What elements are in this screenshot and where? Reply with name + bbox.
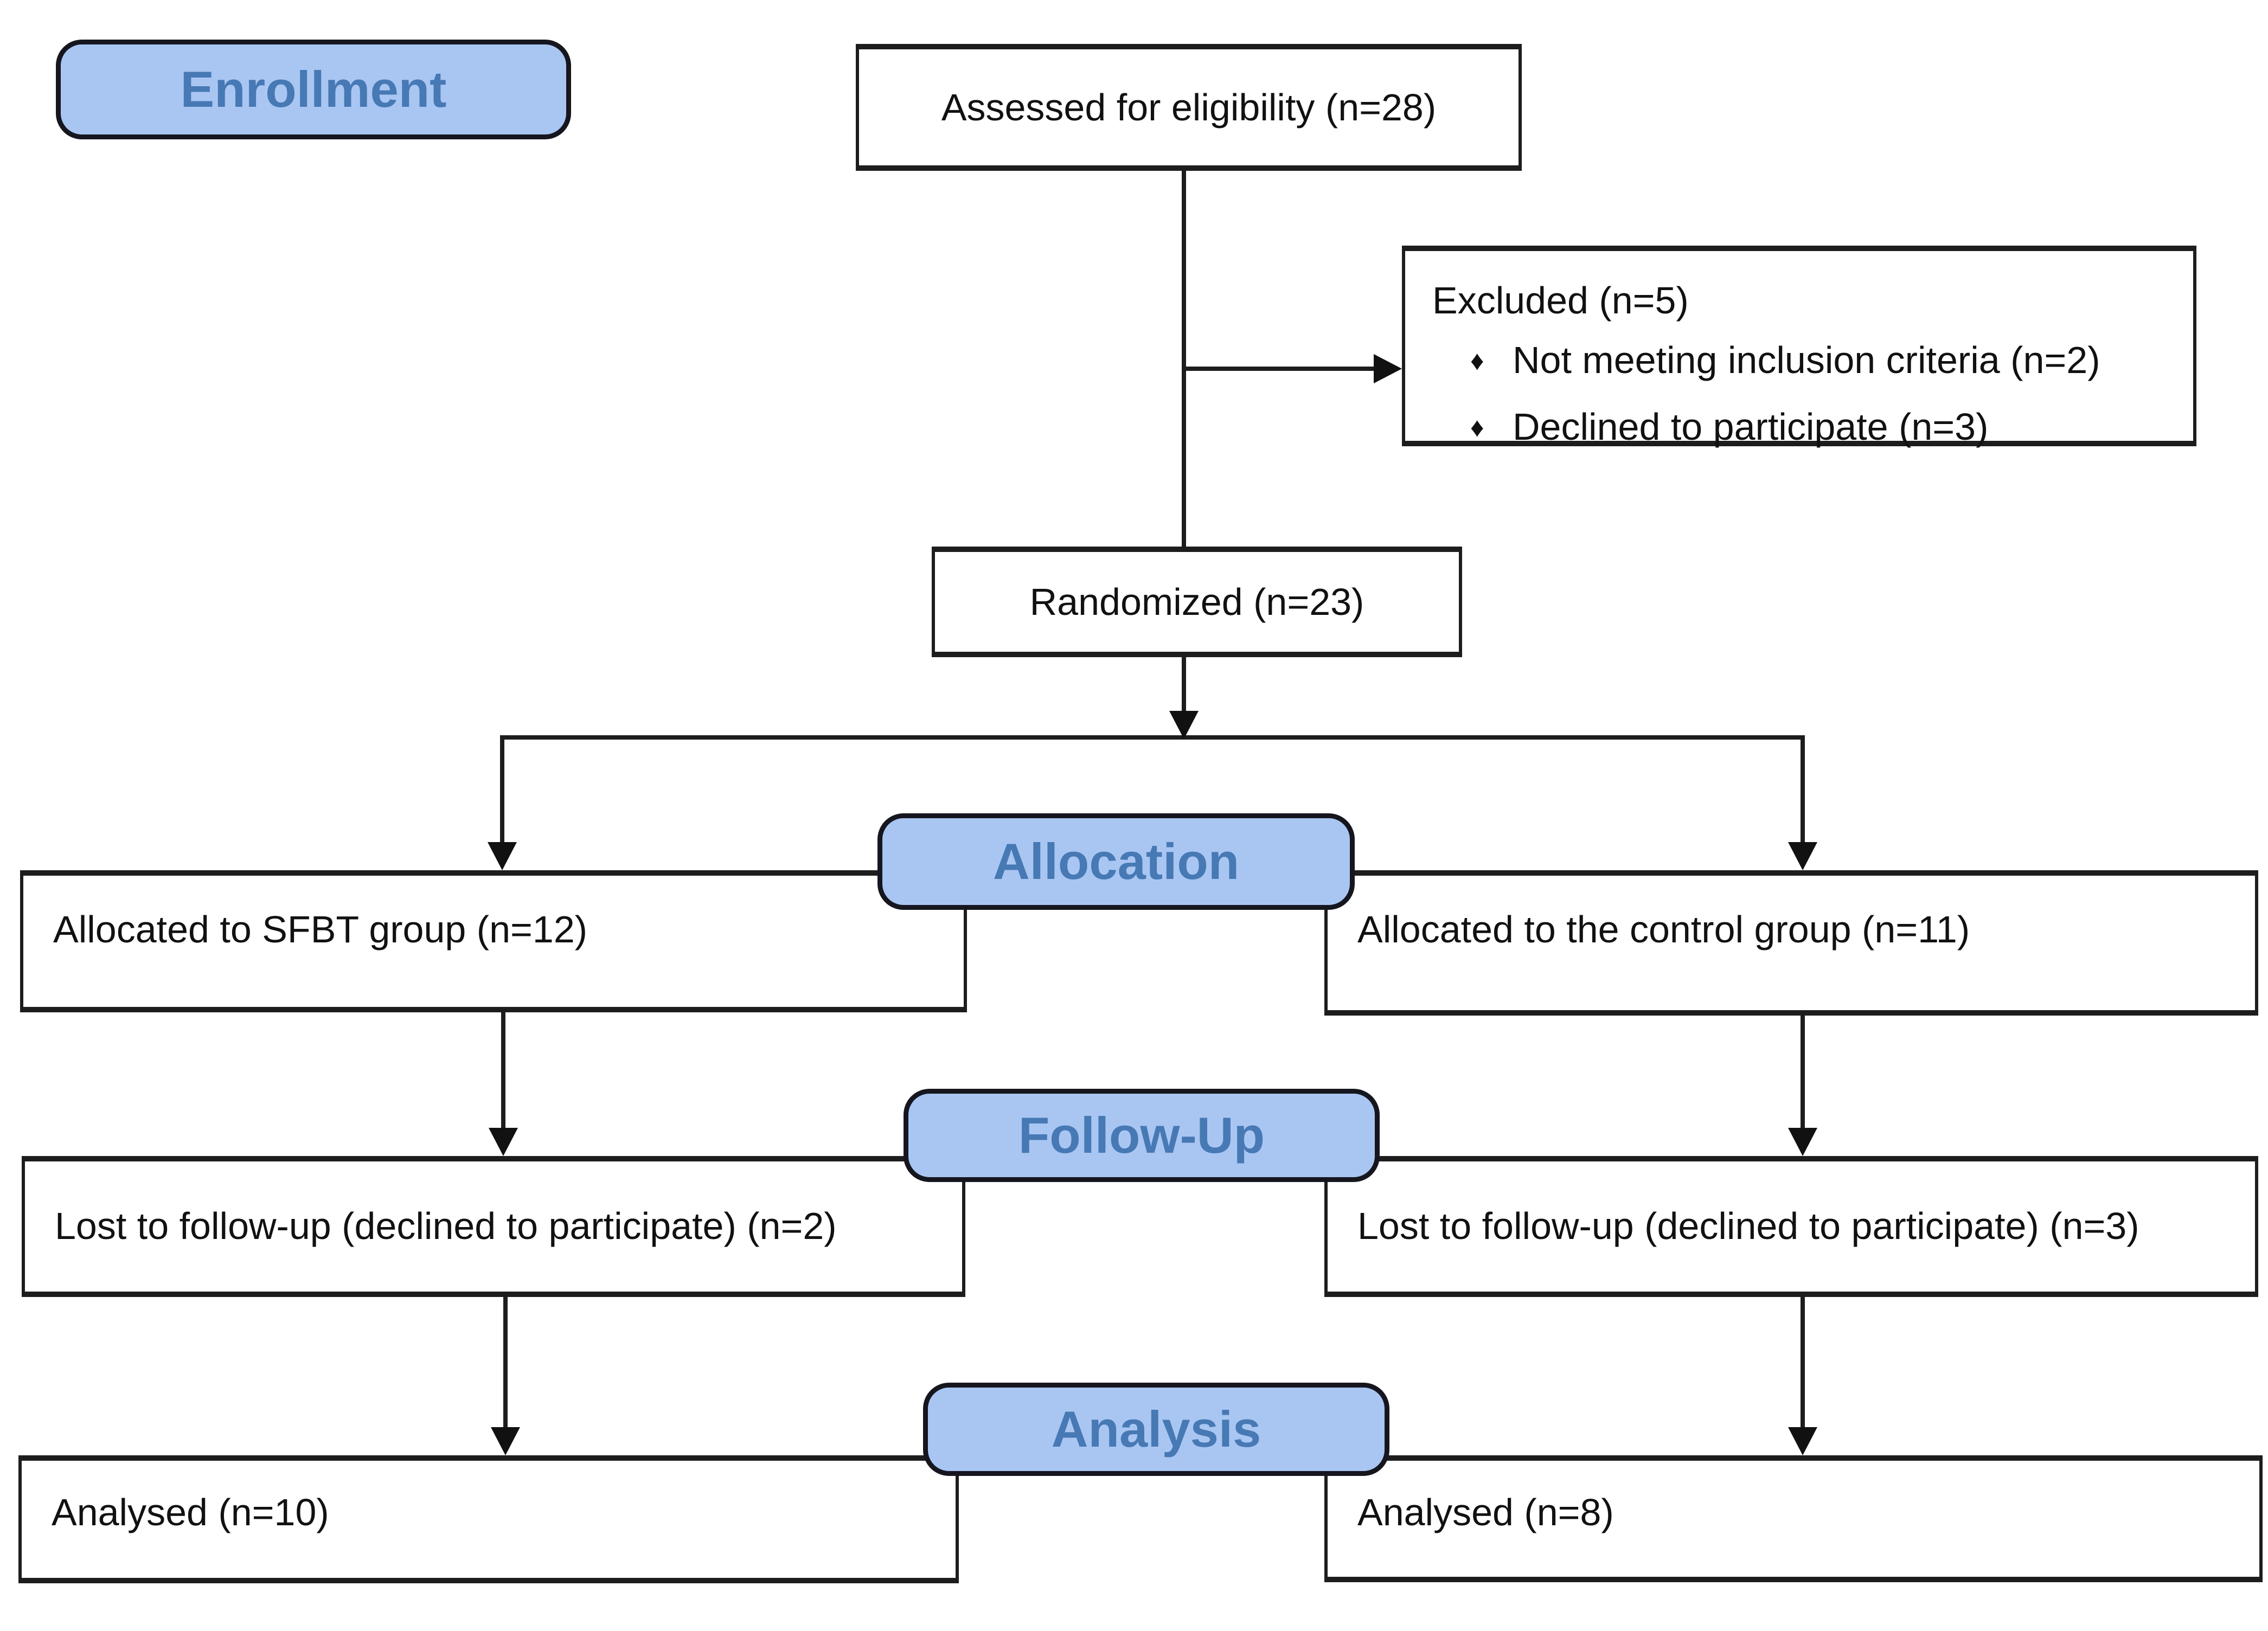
arrowhead-into-alloc-left: [488, 842, 517, 870]
stage-label-followup: Follow-Up: [904, 1089, 1380, 1182]
excluded-item-text: Not meeting inclusion criteria (n=2): [1513, 339, 2100, 381]
excluded-item: ♦ Not meeting inclusion criteria (n=2): [1432, 334, 2177, 387]
excluded-item: ♦ Declined to participate (n=3): [1432, 401, 2177, 453]
excluded-title: Excluded (n=5): [1432, 279, 1689, 322]
stage-label-allocation: Allocation: [877, 813, 1355, 910]
box-assessed-eligibility: Assessed for eligibility (n=28): [856, 44, 1522, 171]
arrowhead-into-split: [1169, 711, 1199, 739]
box-analysed-left: Analysed (n=10): [18, 1455, 959, 1583]
box-allocated-sfbt: Allocated to SFBT group (n=12): [20, 870, 967, 1012]
analysed-right-text: Analysed (n=8): [1357, 1491, 1614, 1533]
allocated-control-text: Allocated to the control group (n=11): [1357, 908, 1970, 951]
allocated-sfbt-text: Allocated to SFBT group (n=12): [53, 908, 588, 951]
connector-randomized-to-split: [1182, 657, 1186, 711]
connector-fu-left-to-an-left: [503, 1296, 508, 1427]
randomized-text: Randomized (n=23): [1029, 581, 1364, 623]
connector-fu-right-to-an-right: [1801, 1296, 1805, 1427]
connector-assessed-to-randomized: [1182, 171, 1186, 547]
diamond-bullet-icon: ♦: [1470, 412, 1484, 442]
connector-split-horizontal: [502, 735, 1803, 740]
lost-followup-right-text: Lost to follow-up (declined to participa…: [1357, 1205, 2139, 1247]
box-lost-followup-right: Lost to follow-up (declined to participa…: [1324, 1156, 2258, 1297]
box-allocated-control: Allocated to the control group (n=11): [1324, 870, 2258, 1016]
followup-label-text: Follow-Up: [1018, 1107, 1265, 1164]
connector-split-to-alloc-right: [1801, 735, 1805, 842]
box-excluded: Excluded (n=5) ♦ Not meeting inclusion cr…: [1402, 246, 2196, 448]
box-lost-followup-left: Lost to follow-up (declined to participa…: [22, 1156, 965, 1297]
assessed-eligibility-text: Assessed for eligibility (n=28): [941, 86, 1437, 129]
stage-label-analysis: Analysis: [923, 1383, 1389, 1476]
diamond-bullet-icon: ♦: [1470, 345, 1484, 376]
excluded-content: Excluded (n=5) ♦ Not meeting inclusion cr…: [1405, 251, 2193, 453]
connector-split-to-alloc-left: [500, 735, 504, 842]
box-analysed-right: Analysed (n=8): [1324, 1455, 2263, 1582]
enrollment-label-text: Enrollment: [180, 61, 447, 118]
connector-alloc-right-to-fu-right: [1801, 1011, 1805, 1128]
allocation-label-text: Allocation: [992, 833, 1240, 890]
arrowhead-into-alloc-right: [1788, 842, 1817, 870]
arrowhead-into-an-left: [491, 1427, 520, 1455]
connector-alloc-left-to-fu-left: [501, 1011, 505, 1128]
excluded-item-text: Declined to participate (n=3): [1513, 406, 1989, 448]
arrowhead-into-excluded: [1374, 354, 1402, 383]
stage-label-enrollment: Enrollment: [56, 40, 571, 139]
box-randomized: Randomized (n=23): [932, 547, 1462, 657]
connector-branch-to-excluded: [1184, 367, 1374, 371]
arrowhead-into-an-right: [1788, 1427, 1817, 1455]
lost-followup-left-text: Lost to follow-up (declined to participa…: [55, 1205, 837, 1247]
arrowhead-into-fu-right: [1788, 1128, 1817, 1156]
analysed-left-text: Analysed (n=10): [52, 1491, 329, 1533]
analysis-label-text: Analysis: [1051, 1401, 1261, 1457]
arrowhead-into-fu-left: [489, 1128, 518, 1156]
